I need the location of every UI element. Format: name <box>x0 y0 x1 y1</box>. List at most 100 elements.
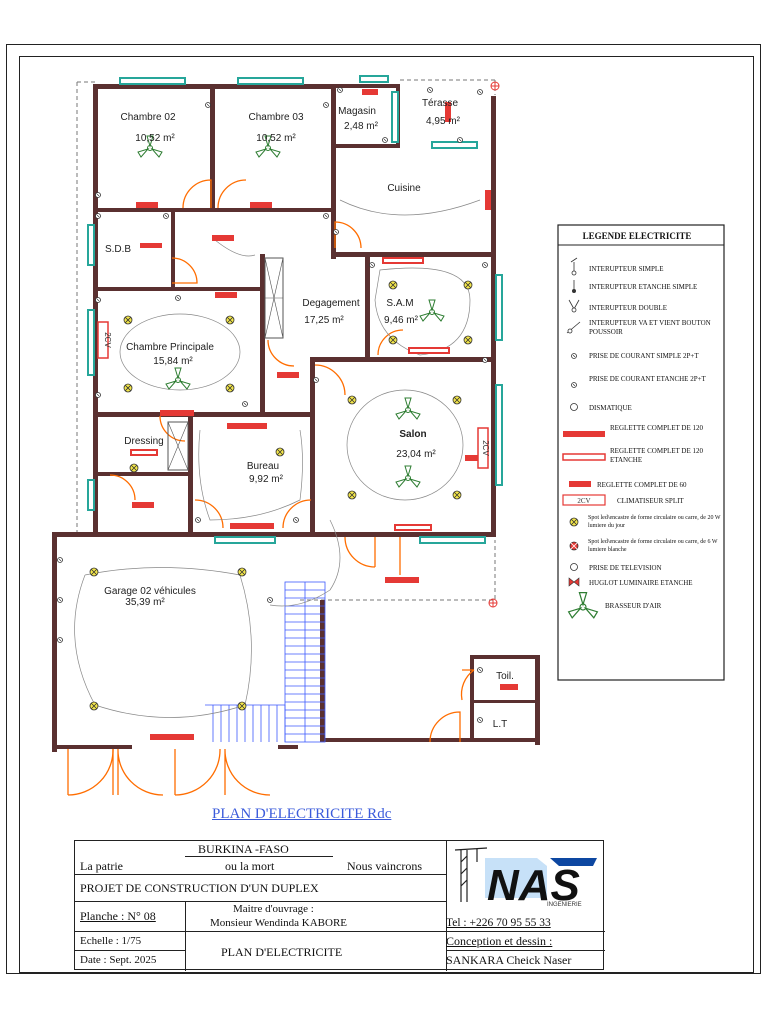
title-block: BURKINA -FASO La patrie ou la mort Nous … <box>74 840 605 971</box>
logo-text: NAS <box>487 861 580 910</box>
drawing-frame <box>19 56 754 973</box>
room-area-salon: 23,04 m² <box>396 449 436 460</box>
room-label-garage: Garage 02 véhicules <box>104 586 196 597</box>
tb-line <box>75 931 605 932</box>
room-label-chambre-principale: Chambre Principale <box>126 342 214 353</box>
tb-line <box>185 901 186 971</box>
room-label-sam: S.A.M <box>386 298 413 309</box>
dashed-outline <box>76 81 96 535</box>
tb-line <box>75 901 446 902</box>
prise-etanche-icon <box>571 382 577 388</box>
room-label-dressing: Dressing <box>124 436 163 447</box>
company-logo: NAS INGENIERIE <box>447 842 603 914</box>
designer-name: SANKARA Cheick Naser <box>446 953 572 967</box>
reglette-120-etanche-icon <box>562 453 606 461</box>
tb-line <box>446 950 605 951</box>
room-area-bureau: 9,92 m² <box>249 474 284 485</box>
maitre-name: Monsieur Wendinda KABORE <box>210 917 348 929</box>
tb-line <box>75 874 446 875</box>
tb-line <box>446 841 447 971</box>
room-area-chambre02: 10,52 m² <box>135 133 175 144</box>
legend-item-9: REGLETTE COMPLET DE 120 ETANCHE <box>610 447 704 464</box>
tb-line <box>75 950 185 951</box>
room-label-bureau: Bureau <box>247 461 279 472</box>
climatiseur-split-icon <box>562 494 606 506</box>
door-swings <box>67 179 475 796</box>
legend-header <box>557 224 725 246</box>
motto-left: La patrie <box>80 859 123 873</box>
fan-icon-salon-1 <box>395 397 421 420</box>
logo-sub: INGENIERIE <box>547 902 582 908</box>
room-area-chambre03: 10,52 m² <box>256 133 296 144</box>
room-label-chambre03: Chambre 03 <box>248 112 303 123</box>
legend-item-13: Spot led\encastre de forme circulaire ou… <box>588 539 718 553</box>
plan-title: PLAN D'ELECTRICITE Rdc <box>212 806 392 822</box>
legend-item-15: HUGLOT LUMINAIRE ETANCHE <box>589 579 693 587</box>
room-label-degagement: Degagement <box>302 298 359 309</box>
spot-20w-icon <box>569 517 579 527</box>
room-area-terasse: 4,95 m² <box>426 116 461 127</box>
windows <box>87 75 503 544</box>
legend-item-10: REGLETTE COMPLET DE 60 <box>597 481 687 489</box>
legend-item-6: PRISE DE COURANT ETANCHE 2P+T <box>589 375 706 383</box>
room-label-salon: Salon <box>399 429 426 440</box>
legend-item-7: DISMATIQUE <box>589 404 632 412</box>
interrupteur-simple-icon <box>570 257 578 272</box>
drawing-sheet-border <box>6 44 761 974</box>
room-area-chambre-principale: 15,84 m² <box>153 356 193 367</box>
dismatique-icon <box>570 403 578 411</box>
project-title: PROJET DE CONSTRUCTION D'UN DUPLEX <box>80 881 319 895</box>
motto-mid: ou la mort <box>225 859 275 873</box>
legend-item-2: INTERUPTEUR ETANCHE SIMPLE <box>589 283 697 291</box>
walls <box>52 84 540 752</box>
fan-icon-chambre-principale <box>165 367 191 390</box>
room-label-toil: Toil. <box>496 671 514 682</box>
room-area-magasin: 2,48 m² <box>344 121 379 132</box>
split-climatiseurs: 2CV 2CV <box>97 321 490 469</box>
split-label-chambre: 2CV <box>103 332 112 348</box>
legend-item-12: Spot led\encastre de forme circulaire ou… <box>588 515 721 529</box>
split-label-salon: 2CV <box>481 440 490 456</box>
legend-split-symbol: 2CV <box>577 497 590 505</box>
dressing-shelf-cross <box>167 421 189 471</box>
legend-item-11: CLIMATISEUR SPLIT <box>617 497 684 505</box>
reglette-120-icon <box>563 431 605 437</box>
prise-television-icon <box>570 563 578 571</box>
staircase <box>205 581 326 743</box>
room-label-lt: L.T <box>493 719 507 730</box>
room-area-sam: 9,46 m² <box>384 315 419 326</box>
legend-item-3: INTERUPTEUR DOUBLE <box>589 304 667 312</box>
conception-label: Conception et dessin : <box>446 934 553 948</box>
motto-right: Nous vaincrons <box>347 859 422 873</box>
planche-number: Planche : N° 08 <box>80 909 156 923</box>
echelle: Echelle : 1/75 <box>80 935 142 947</box>
reglettes-etanche <box>130 257 450 531</box>
dressing-shelf <box>167 421 189 471</box>
legend-item-4: INTERUPTEUR VA ET VIENT BOUTON POUSSOIR <box>589 319 711 336</box>
legend: LEGENDE ELECTRICITE INTERUPTEUR SIMPLE I… <box>557 224 725 681</box>
room-label-chambre02: Chambre 02 <box>120 112 175 123</box>
column-markers <box>488 81 500 608</box>
room-label-cuisine: Cuisine <box>387 183 421 194</box>
tb-line <box>185 856 333 857</box>
room-area-garage: 35,39 m² <box>125 597 165 608</box>
legend-item-8: REGLETTE COMPLET DE 120 <box>610 424 704 432</box>
legend-item-5: PRISE DE COURANT SIMPLE 2P+T <box>589 352 699 360</box>
duct-shaft-cross <box>264 257 284 339</box>
telephone: Tel : +226 70 95 55 33 <box>446 917 551 929</box>
room-label-magasin: Magasin <box>338 106 376 117</box>
country: BURKINA -FASO <box>198 842 289 856</box>
fan-icon-salon-2 <box>395 465 421 488</box>
wiring <box>74 199 481 718</box>
hublot-etanche-icon <box>568 577 580 587</box>
prise-simple-icon <box>571 353 577 359</box>
sockets-and-switches <box>57 87 488 723</box>
room-label-sdb: S.D.B <box>105 244 131 255</box>
fan-icon-sam <box>419 299 445 322</box>
room-label-terasse: Térasse <box>422 98 459 109</box>
dashed-outline-porch <box>300 540 496 601</box>
legend-item-14: PRISE DE TELEVISION <box>589 564 662 572</box>
date: Date : Sept. 2025 <box>80 954 157 966</box>
sheet-title: PLAN D'ELECTRICITE <box>221 945 343 959</box>
